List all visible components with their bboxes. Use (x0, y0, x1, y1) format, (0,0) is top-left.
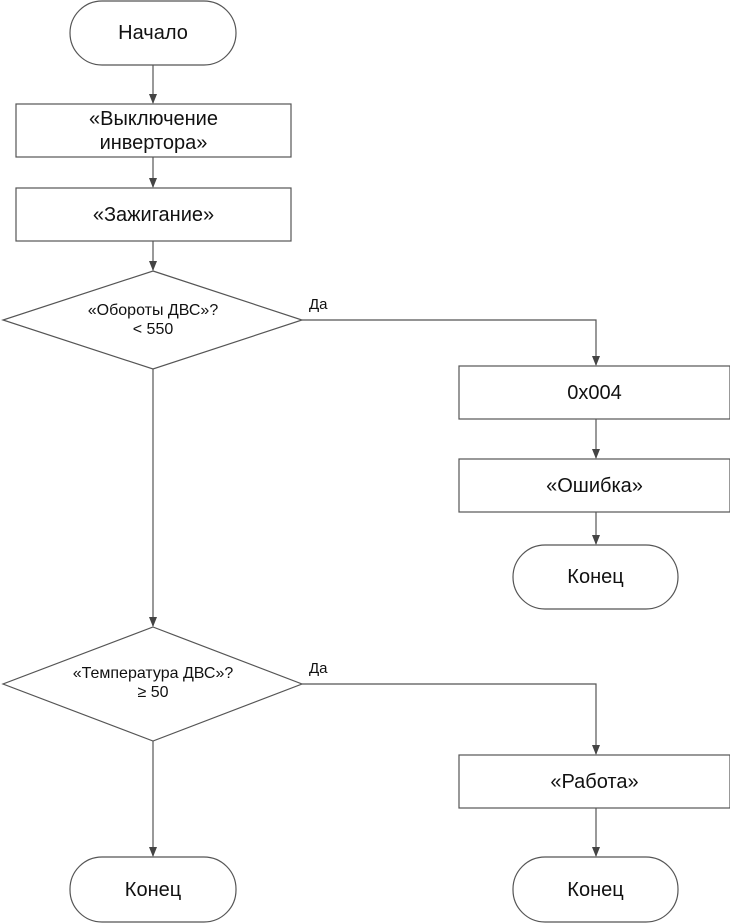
inverter-off-line1: «Выключение (89, 107, 218, 130)
temp-yes-label: Да (309, 660, 328, 677)
inverter-off-line2: инвертора» (99, 131, 208, 154)
end-left-terminator (69, 856, 237, 923)
inverter-off-process (15, 103, 292, 158)
work-process (458, 754, 730, 809)
error-code-label: 0x004 (567, 381, 622, 404)
inverter-off-label: «Выключение инвертора» (16, 104, 291, 157)
end-error-label: Конец (567, 566, 624, 588)
start-label: Начало (118, 22, 188, 44)
temp-check-line1: «Температура ДВС»? (72, 664, 234, 682)
arrow-temp-yes (302, 683, 600, 755)
error-code-process (458, 365, 730, 420)
rpm-check-label: «Обороты ДВС»? < 550 (33, 292, 273, 348)
end-right-label: Конец (567, 878, 624, 901)
end-right-terminator (512, 856, 679, 923)
arrow-rpm-yes (302, 319, 600, 366)
error-process (458, 458, 730, 513)
rpm-check-line1: «Обороты ДВС»? (87, 301, 219, 319)
error-label: «Ошибка» (546, 474, 643, 497)
rpm-check-line2: < 550 (132, 321, 174, 338)
end-error-terminator (512, 544, 679, 610)
rpm-yes-label: Да (309, 296, 328, 313)
ignition-process (15, 187, 292, 242)
temp-check-label: «Температура ДВС»? ≥ 50 (23, 655, 283, 711)
ignition-label: «Зажигание» (92, 203, 215, 226)
work-label: «Работа» (550, 770, 639, 793)
temp-check-line2: ≥ 50 (137, 684, 169, 701)
end-left-label: Конец (124, 878, 182, 901)
